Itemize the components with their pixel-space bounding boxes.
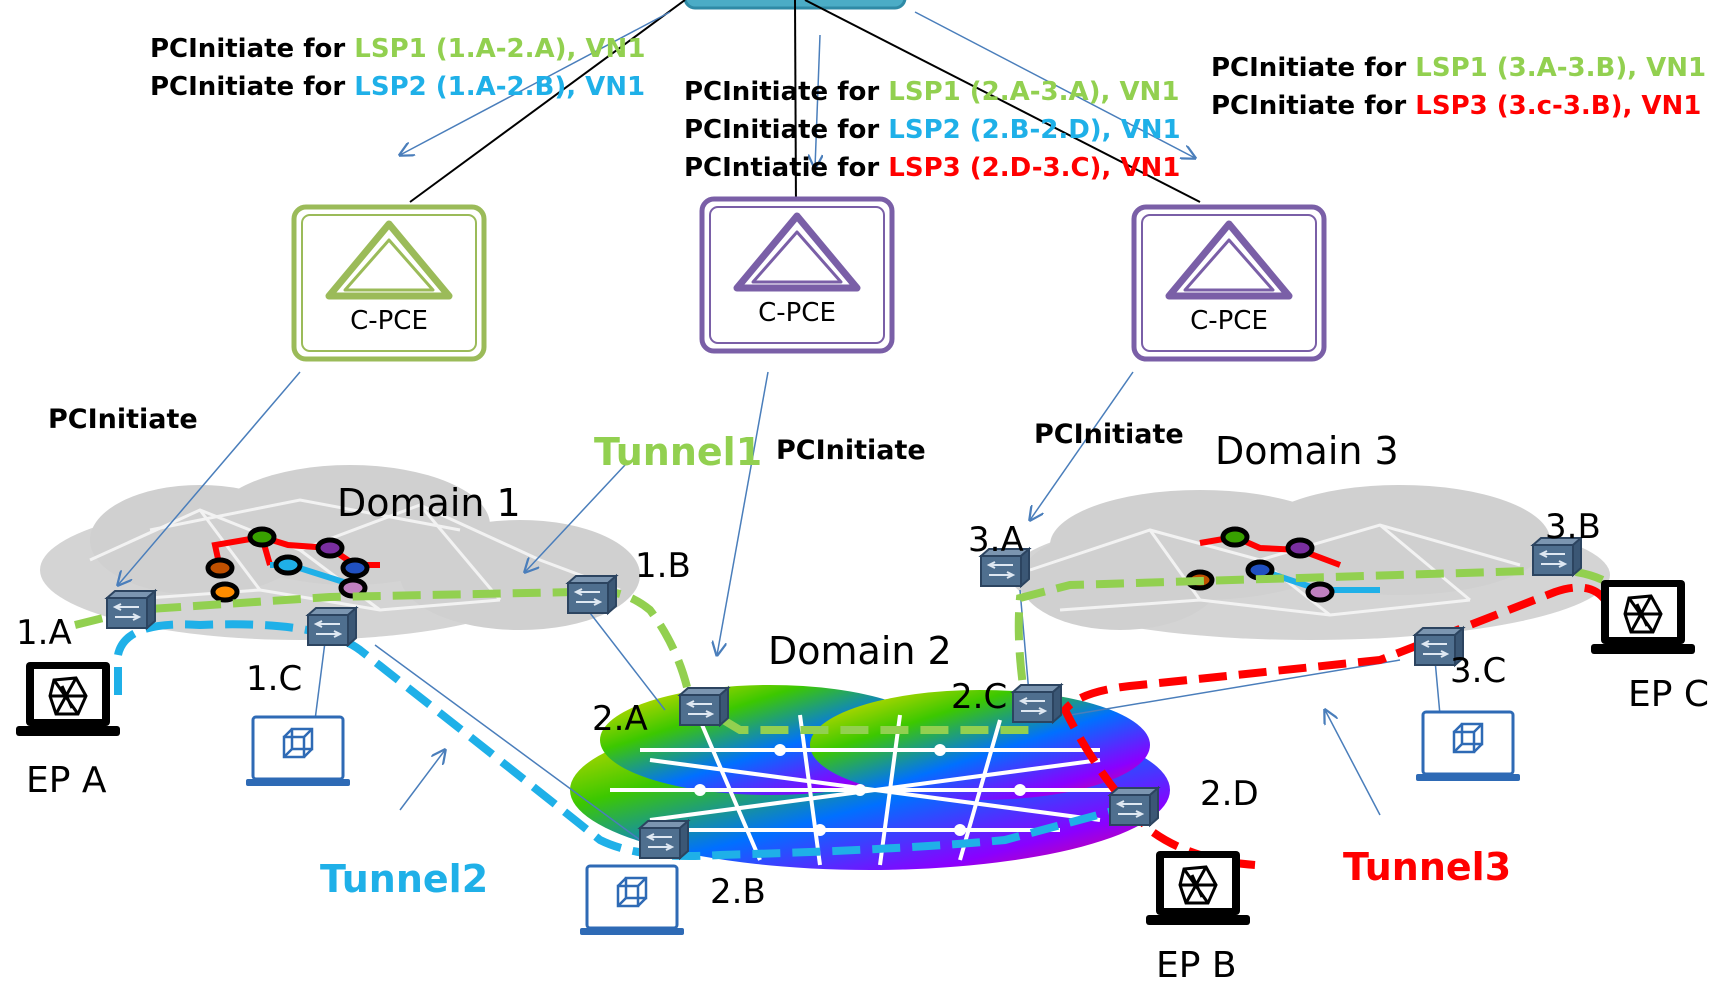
tunnel2-path xyxy=(114,620,1137,860)
domain-label-2: Domain 2 xyxy=(768,629,952,673)
domain1-internal-paths xyxy=(205,526,380,603)
endpoint-label-a: EP A xyxy=(26,760,107,801)
router-2a xyxy=(679,687,729,726)
laptop-3c xyxy=(1414,710,1522,783)
pcinitiate-label-3: PCInitiate xyxy=(1034,419,1184,450)
tunnel-labels: Tunnel1 Tunnel2 Tunnel3 xyxy=(320,430,1511,901)
tunnel-arrows xyxy=(399,464,1381,816)
router-1c xyxy=(307,607,357,646)
left-msg-1-prefix: PCInitiate for xyxy=(150,34,354,64)
pcinitiate-label-2: PCInitiate xyxy=(776,435,926,466)
node-label-2c: 2.C xyxy=(951,677,1007,717)
router-2d xyxy=(1109,787,1159,826)
node-label-3a: 3.A xyxy=(968,520,1024,560)
tunnel-label-3: Tunnel3 xyxy=(1343,845,1511,889)
controller-arrows xyxy=(400,11,1195,168)
node-label-2a: 2.A xyxy=(592,699,648,739)
router-1b xyxy=(567,575,617,614)
domain-label-1: Domain 1 xyxy=(337,481,521,525)
node-labels: 1.A 1.B 1.C 2.A 2.B 2.C 2.D 3.A 3.B 3.C xyxy=(16,507,1601,912)
mid-msg-2-prefix: PCInitiate for xyxy=(684,115,888,145)
svg-text:PCInitiate for LSP2 (1.A-2.B),: PCInitiate for LSP2 (1.A-2.B), VN1 xyxy=(150,72,645,102)
controller-links xyxy=(409,0,1201,211)
node-label-2b: 2.B xyxy=(710,872,766,912)
node-label-2d: 2.D xyxy=(1200,774,1259,814)
c-pce-label-2: C-PCE xyxy=(758,298,836,328)
middle-messages: PCInitiate for LSP1 (2.A-3.A), VN1 PCIni… xyxy=(684,77,1181,183)
left-messages: PCInitiate for LSP1 (1.A-2.A), VN1 PCIni… xyxy=(150,34,645,102)
router-1a xyxy=(106,590,156,629)
right-msg-1-prefix: PCInitiate for xyxy=(1211,53,1415,83)
laptop-2b xyxy=(578,864,686,937)
svg-text:PCInitiate for LSP2 (2.B-2.D),: PCInitiate for LSP2 (2.B-2.D), VN1 xyxy=(684,115,1181,145)
left-msg-1-lsp: LSP1 (1.A-2.A), VN1 xyxy=(354,34,645,64)
domain3-cloud xyxy=(1010,485,1610,640)
endpoint-label-c: EP C xyxy=(1628,674,1709,715)
mid-msg-1-prefix: PCInitiate for xyxy=(684,77,888,107)
svg-text:PCInitiate for LSP1 (1.A-2.A),: PCInitiate for LSP1 (1.A-2.A), VN1 xyxy=(150,34,645,64)
mid-msg-3-lsp: LSP3 (2.D-3.C), VN1 xyxy=(888,153,1180,183)
c-pce-label-3: C-PCE xyxy=(1190,306,1268,336)
node-label-1a: 1.A xyxy=(16,613,72,653)
right-msg-2-prefix: PCInitiate for xyxy=(1211,91,1415,121)
ep-a-laptop xyxy=(14,660,122,738)
domain1-cloud xyxy=(40,465,640,640)
node-label-1b: 1.B xyxy=(635,546,691,586)
mid-msg-1-lsp: LSP1 (2.A-3.A), VN1 xyxy=(888,77,1179,107)
endpoint-label-b: EP B xyxy=(1156,945,1237,983)
ep-b-laptop xyxy=(1144,849,1252,927)
domain-labels: Domain 1 Domain 2 Domain 3 xyxy=(337,429,1399,673)
node-label-3c: 3.C xyxy=(1450,651,1506,691)
router-2b xyxy=(639,820,689,859)
node-label-1c: 1.C xyxy=(246,659,302,699)
right-msg-1-lsp: LSP1 (3.A-3.B), VN1 xyxy=(1415,53,1706,83)
svg-text:PCIntiatie for LSP3 (2.D-3.C),: PCIntiatie for LSP3 (2.D-3.C), VN1 xyxy=(684,153,1180,183)
right-msg-2-lsp: LSP3 (3.c-3.B), VN1 xyxy=(1415,91,1701,121)
ep-c-laptop xyxy=(1589,578,1697,656)
pcinitiate-label-1: PCInitiate xyxy=(48,404,198,435)
right-messages: PCInitiate for LSP1 (3.A-3.B), VN1 PCIni… xyxy=(1211,53,1706,121)
c-pce-box-3: C-PCE xyxy=(1131,204,1327,362)
domain-label-3: Domain 3 xyxy=(1215,429,1399,473)
tunnel-label-1: Tunnel1 xyxy=(594,430,762,474)
mid-msg-2-lsp: LSP2 (2.B-2.D), VN1 xyxy=(888,115,1180,145)
endpoint-labels: EP A EP B EP C xyxy=(26,674,1709,983)
pce-to-domain-arrows xyxy=(118,371,1134,655)
tunnel-label-2: Tunnel2 xyxy=(320,857,488,901)
svg-text:PCInitiate for LSP1 (3.A-3.B),: PCInitiate for LSP1 (3.A-3.B), VN1 xyxy=(1211,53,1706,83)
pcinitiate-labels: PCInitiate PCInitiate PCInitiate xyxy=(48,404,1184,466)
left-msg-2-lsp: LSP2 (1.A-2.B), VN1 xyxy=(354,72,645,102)
tunnel1-path xyxy=(74,565,1634,734)
svg-text:PCInitiate for LSP1 (2.A-3.A),: PCInitiate for LSP1 (2.A-3.A), VN1 xyxy=(684,77,1179,107)
laptop-1c xyxy=(244,715,352,788)
mid-msg-3-prefix: PCIntiatie for xyxy=(684,153,888,183)
c-pce-box-1: C-PCE xyxy=(291,204,487,362)
left-msg-2-prefix: PCInitiate for xyxy=(150,72,354,102)
node-label-3b: 3.B xyxy=(1545,507,1601,547)
thin-links xyxy=(314,589,1441,841)
c-pce-label-1: C-PCE xyxy=(350,306,428,336)
router-2c xyxy=(1012,684,1062,723)
c-pce-box-2: C-PCE xyxy=(699,196,895,354)
svg-text:PCInitiate for LSP3 (3.c-3.B),: PCInitiate for LSP3 (3.c-3.B), VN1 xyxy=(1211,91,1701,121)
